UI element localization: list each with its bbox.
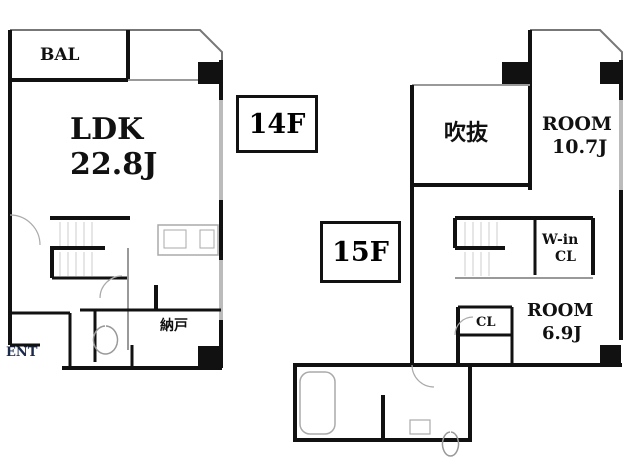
void-label: 吹抜 — [444, 121, 489, 146]
room2-name-label: ROOM — [527, 300, 594, 321]
balcony-label: BAL — [40, 45, 80, 65]
ldk-size-label: 22.8J — [70, 147, 158, 182]
floor-15-label: 15F — [320, 221, 401, 283]
walkin-closet-label-line2: CL — [555, 249, 576, 265]
storage-label: 納戸 — [160, 318, 188, 334]
closet-label: CL — [476, 315, 496, 330]
walkin-closet-label-line1: W-in — [542, 232, 579, 248]
ldk-name-label: LDK — [70, 112, 144, 147]
room1-size-label: 10.7J — [552, 136, 608, 158]
room2-size-label: 6.9J — [542, 323, 582, 344]
room1-name-label: ROOM — [542, 113, 612, 135]
floor-15-walls — [293, 29, 623, 457]
floor-14-label: 14F — [236, 95, 318, 153]
entrance-label: ENT — [6, 345, 38, 360]
floor-14-walls — [8, 29, 223, 370]
